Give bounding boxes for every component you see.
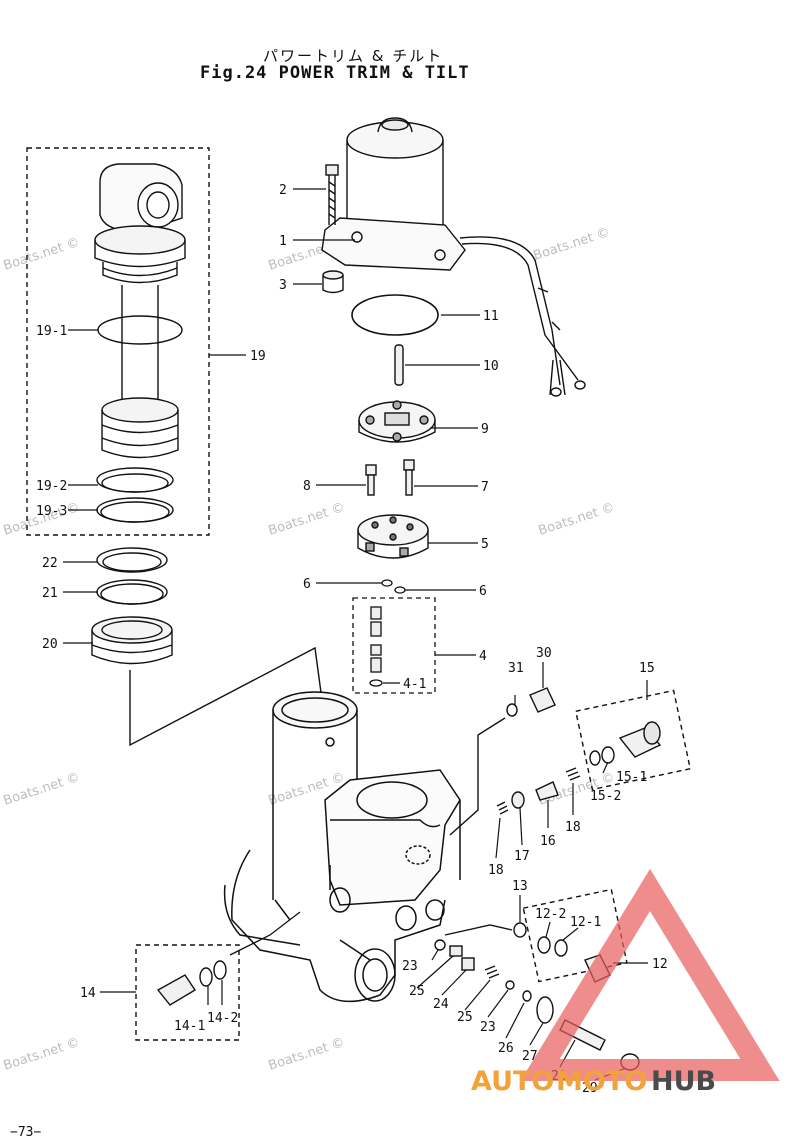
gear-pump-part-9	[358, 400, 436, 443]
callout-24: 24	[433, 997, 449, 1012]
tilt-cylinder-assembly	[26, 147, 210, 536]
callout-25: 25	[409, 984, 425, 999]
assembly-connection-line	[129, 646, 323, 747]
callout-10: 10	[483, 359, 499, 374]
callout-26: 26	[498, 1041, 514, 1056]
callout-21: 21	[42, 586, 58, 601]
callout-30: 30	[536, 646, 552, 661]
collar-part-3	[322, 270, 344, 294]
figure-title-japanese: パワートリム & チルト	[263, 47, 444, 65]
callout-15-2: 15-2	[590, 789, 621, 804]
electric-motor	[321, 117, 586, 397]
callout-17: 17	[514, 849, 530, 864]
callout-4-1: 4-1	[403, 677, 426, 692]
watermarks: Boats.net © Boats.net © Boats.net © Boat…	[2, 225, 617, 1074]
callout-6: 6	[479, 584, 487, 599]
watermark-text: Boats.net ©	[267, 500, 347, 539]
callout-9: 9	[481, 422, 489, 437]
rings-20-21-22	[91, 547, 173, 665]
callout-22: 22	[42, 556, 58, 571]
callout-14-2: 14-2	[207, 1011, 238, 1026]
callout-15-1: 15-1	[616, 770, 647, 785]
figure-title: Fig.24 POWER TRIM & TILT	[200, 63, 470, 83]
callout-19-1: 19-1	[36, 324, 67, 339]
callout-19: 19	[250, 349, 266, 364]
leader-line	[229, 911, 301, 956]
o-ring-part-6	[394, 586, 406, 594]
callout-2: 2	[279, 183, 287, 198]
callout-6: 6	[303, 577, 311, 592]
automotohub-logo: AUTO MOTO HUB	[471, 868, 780, 1097]
watermark-text: Boats.net ©	[537, 500, 617, 539]
callout-1: 1	[279, 234, 287, 249]
callout-14: 14	[80, 986, 96, 1001]
motor-bolt	[325, 164, 339, 225]
valve-body-part-5	[357, 514, 429, 559]
logo-text-hub: HUB	[651, 1066, 716, 1097]
callout-16: 16	[540, 834, 556, 849]
callout-14-1: 14-1	[174, 1019, 205, 1034]
callout-20: 20	[42, 637, 58, 652]
callout-19-2: 19-2	[36, 479, 67, 494]
logo-text-auto: AUTO	[471, 1066, 554, 1097]
callout-4: 4	[479, 649, 487, 664]
callout-3: 3	[279, 278, 287, 293]
pin-part-10	[394, 344, 404, 386]
callout-12-2: 12-2	[535, 907, 566, 922]
callout-7: 7	[481, 480, 489, 495]
watermark-text: Boats.net ©	[267, 1035, 347, 1074]
pump-housing	[223, 691, 461, 1003]
callout-12: 12	[652, 957, 668, 972]
logo-triangle-icon	[520, 868, 780, 1081]
logo-text-moto: MOTO	[556, 1066, 647, 1097]
callout-19-3: 19-3	[36, 504, 67, 519]
callout-5: 5	[481, 537, 489, 552]
callout-13: 13	[512, 879, 528, 894]
callout-12-1: 12-1	[570, 915, 601, 930]
callout-23: 23	[402, 959, 418, 974]
screws-part-7-8	[365, 459, 415, 496]
valve-parts-right	[449, 687, 692, 836]
callout-23: 23	[480, 1020, 496, 1035]
o-ring-part-6	[381, 579, 393, 587]
callout-15: 15	[639, 661, 655, 676]
callout-31: 31	[508, 661, 524, 676]
check-valve-assembly-part-4	[352, 597, 436, 694]
callout-leader-lines	[63, 188, 648, 1081]
watermark-text: Boats.net ©	[532, 225, 612, 264]
assembly-19-box	[26, 147, 210, 536]
watermark-text: Boats.net ©	[2, 770, 82, 809]
callout-29: 29	[582, 1081, 598, 1096]
callout-8: 8	[303, 479, 311, 494]
o-ring-part-11	[351, 294, 439, 336]
callout-25: 25	[457, 1010, 473, 1025]
callout-11: 11	[483, 309, 499, 324]
callout-18: 18	[488, 863, 504, 878]
callout-18: 18	[565, 820, 581, 835]
page-number: −73−	[10, 1125, 42, 1140]
watermark-text: Boats.net ©	[2, 235, 82, 274]
watermark-text: Boats.net ©	[2, 1035, 82, 1074]
